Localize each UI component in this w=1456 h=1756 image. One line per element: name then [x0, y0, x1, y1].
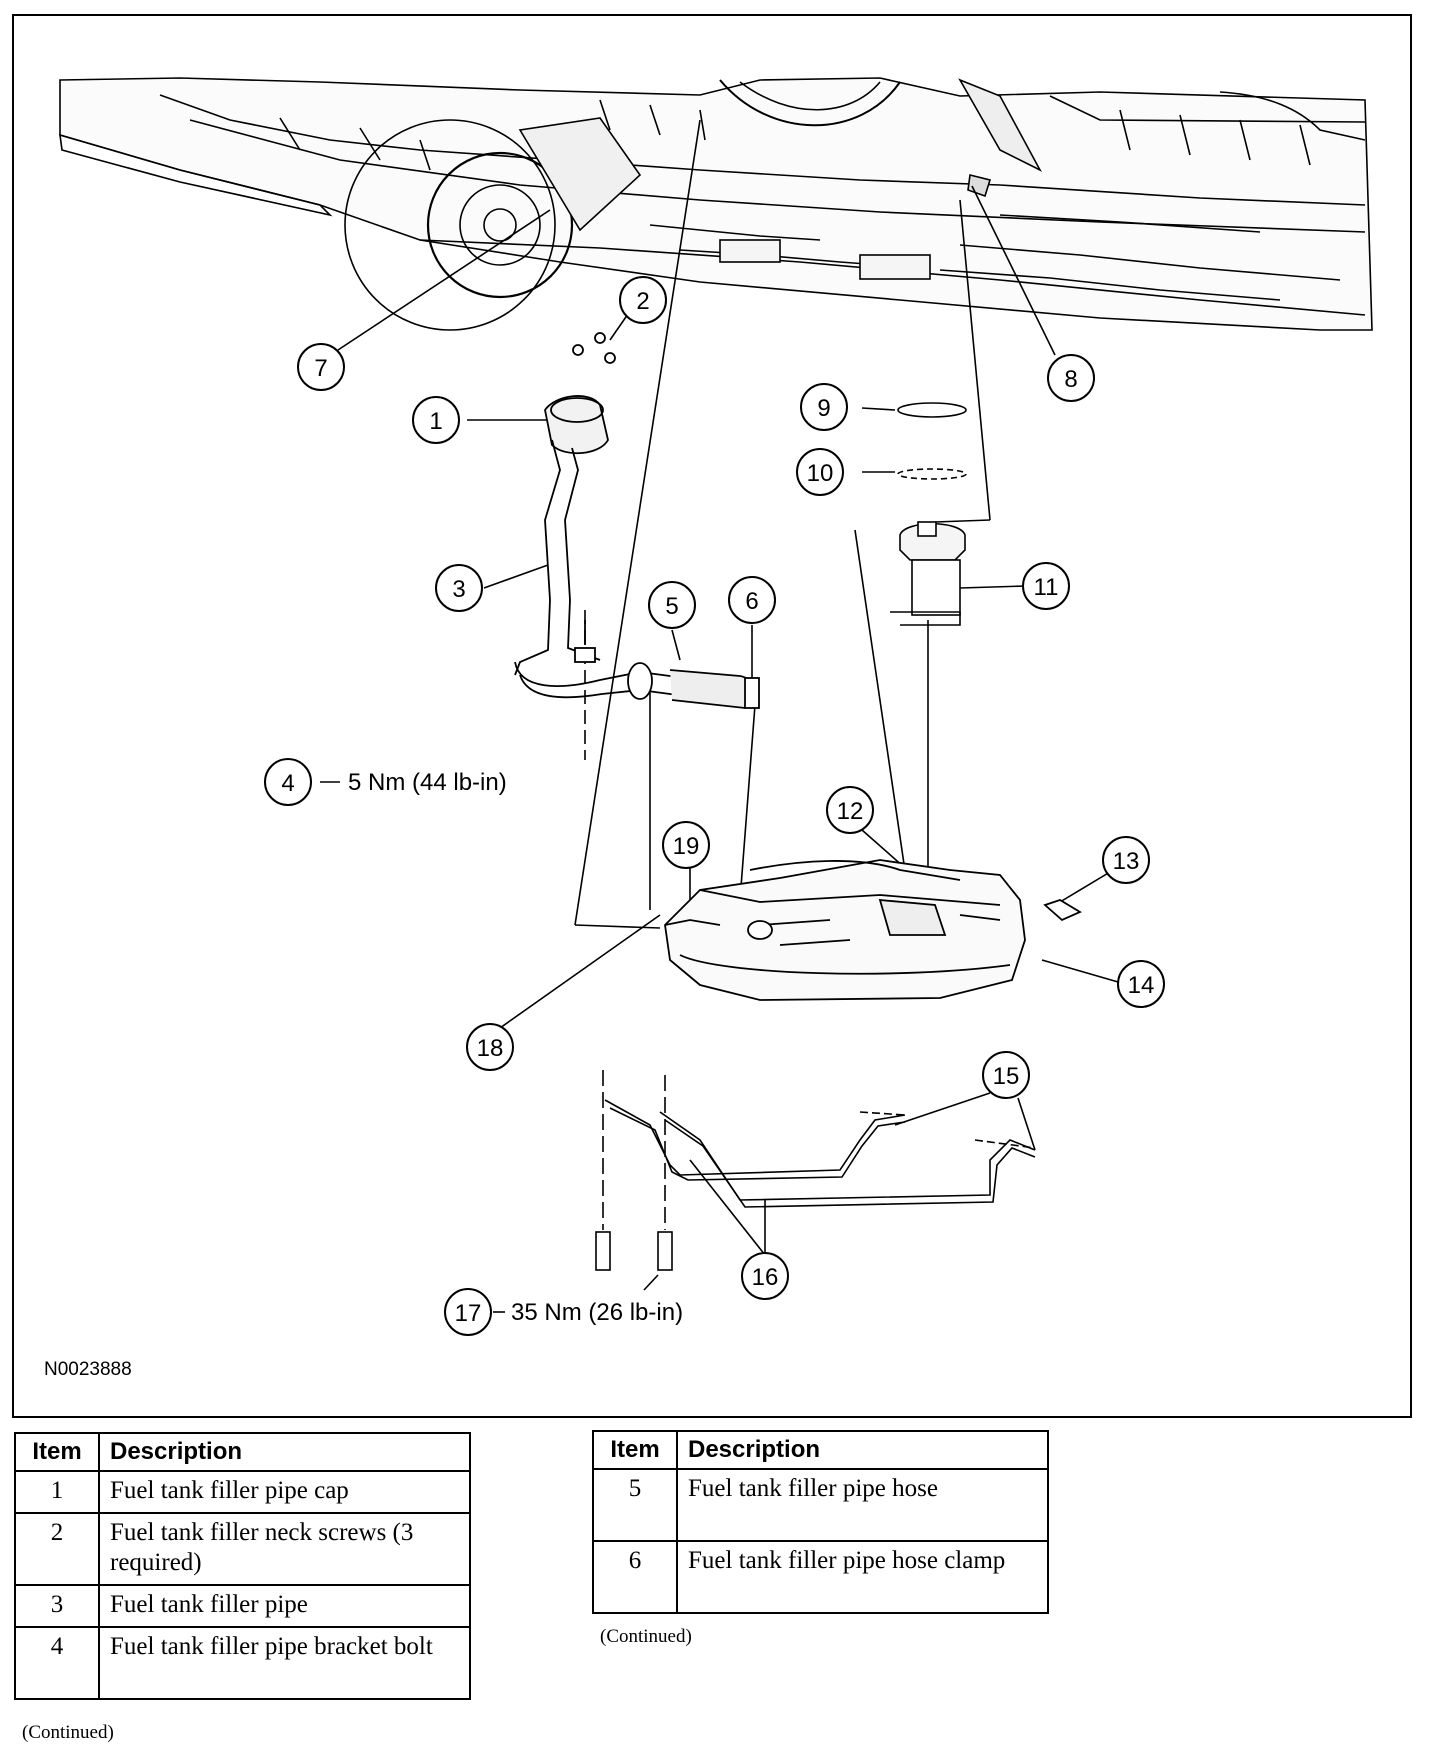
svg-text:5: 5: [665, 593, 678, 620]
leader-lines: [320, 119, 1126, 1313]
legend-item-description: Fuel tank filler pipe bracket bolt: [98, 1626, 471, 1700]
legend-item-description: Fuel tank filler pipe: [98, 1584, 471, 1628]
legend-row: 1 Fuel tank filler pipe cap: [14, 1470, 471, 1514]
legend-header-description: Description: [98, 1432, 471, 1472]
vehicle-underbody: [59, 77, 1373, 331]
callouts: 1 2 3 4 5 6 7 8 9 10 11 12 13 14 15 16 1…: [264, 276, 1165, 1336]
svg-text:11: 11: [1034, 574, 1059, 601]
legend-item-description: Fuel tank filler pipe hose clamp: [676, 1540, 1049, 1614]
callout-15: 15: [982, 1051, 1030, 1099]
svg-text:3: 3: [452, 576, 465, 603]
continued-note-right: (Continued): [600, 1626, 692, 1647]
svg-text:19: 19: [673, 833, 700, 860]
callout-6: 6: [728, 576, 776, 624]
legend-item-number: 6: [592, 1540, 678, 1614]
svg-text:17: 17: [455, 1300, 482, 1327]
legend-item-description: Fuel tank filler pipe hose: [676, 1468, 1049, 1542]
callout-18: 18: [466, 1023, 514, 1071]
legend-item-description: Fuel tank filler pipe cap: [98, 1470, 471, 1514]
callout-7: 7: [297, 343, 345, 391]
fuel-pump-module: [890, 402, 967, 626]
legend-row: 3 Fuel tank filler pipe: [14, 1584, 471, 1628]
callout-13: 13: [1102, 836, 1150, 884]
legend-item-number: 1: [14, 1470, 100, 1514]
torque-spec-item4: 5 Nm (44 lb-in): [348, 769, 507, 796]
svg-text:1: 1: [429, 408, 442, 435]
svg-text:8: 8: [1064, 366, 1077, 393]
legend-item-number: 5: [592, 1468, 678, 1542]
legend-header-description: Description: [676, 1430, 1049, 1470]
fuel-tank: [664, 859, 1082, 1001]
legend-row: 2 Fuel tank filler neck screws (3 requir…: [14, 1512, 471, 1586]
legend-table-left: Item Description 1 Fuel tank filler pipe…: [14, 1432, 471, 1700]
legend-row: 4 Fuel tank filler pipe bracket bolt: [14, 1626, 471, 1700]
svg-text:10: 10: [807, 460, 834, 487]
callout-3: 3: [435, 564, 483, 612]
continued-note-left: (Continued): [22, 1722, 114, 1743]
svg-text:6: 6: [745, 588, 758, 615]
tank-straps: [595, 1070, 1036, 1271]
callout-1: 1: [412, 396, 460, 444]
callout-11: 11: [1022, 562, 1070, 610]
legend-header-item: Item: [14, 1432, 100, 1472]
svg-text:14: 14: [1128, 972, 1155, 999]
svg-text:13: 13: [1113, 848, 1140, 875]
svg-text:9: 9: [817, 395, 830, 422]
legend-item-number: 3: [14, 1584, 100, 1628]
svg-text:16: 16: [752, 1264, 779, 1291]
callout-5: 5: [648, 581, 696, 629]
legend-row: 6 Fuel tank filler pipe hose clamp: [592, 1540, 1049, 1614]
callout-9: 9: [800, 383, 848, 431]
callout-2: 2: [619, 276, 667, 324]
svg-text:2: 2: [636, 288, 649, 315]
callout-19: 19: [662, 821, 710, 869]
legend-header-item: Item: [592, 1430, 678, 1470]
legend-item-number: 4: [14, 1626, 100, 1700]
legend-item-number: 2: [14, 1512, 100, 1586]
legend-item-description: Fuel tank filler neck screws (3 required…: [98, 1512, 471, 1586]
callout-17: 17: [444, 1288, 492, 1336]
svg-text:12: 12: [837, 798, 864, 825]
callout-16: 16: [741, 1252, 789, 1300]
callout-8: 8: [1047, 354, 1095, 402]
callout-12: 12: [826, 786, 874, 834]
legend-table-right: Item Description 5 Fuel tank filler pipe…: [592, 1430, 1049, 1614]
figure-id: N0023888: [44, 1359, 132, 1380]
legend-header-row: Item Description: [14, 1432, 471, 1472]
legend-header-row: Item Description: [592, 1430, 1049, 1470]
torque-spec-item17: 35 Nm (26 lb-in): [511, 1299, 683, 1326]
svg-text:18: 18: [477, 1035, 504, 1062]
callout-4: 4: [264, 758, 312, 806]
callout-14: 14: [1117, 960, 1165, 1008]
svg-text:15: 15: [993, 1063, 1020, 1090]
legend-row: 5 Fuel tank filler pipe hose: [592, 1468, 1049, 1542]
svg-text:4: 4: [281, 770, 294, 797]
callout-10: 10: [796, 448, 844, 496]
svg-text:7: 7: [314, 355, 327, 382]
filler-pipe-assembly: [514, 332, 760, 709]
